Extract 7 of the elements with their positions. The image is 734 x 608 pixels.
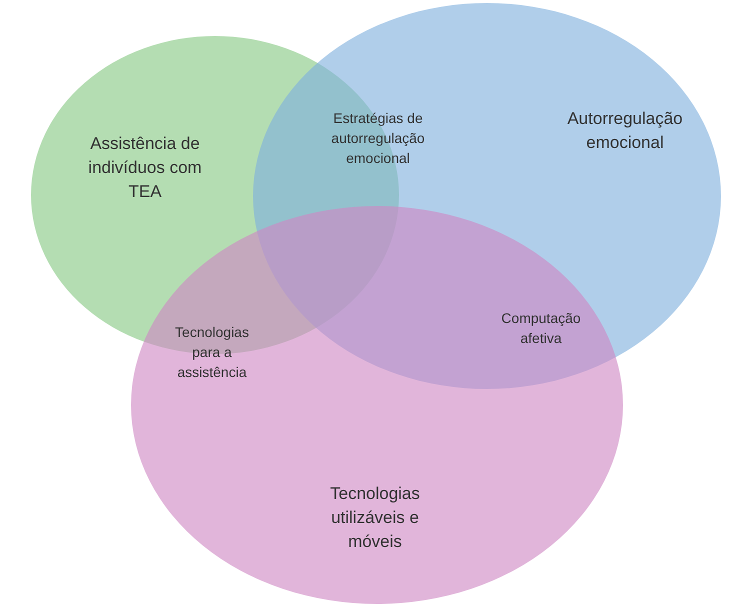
set-label: Tecnologias utilizáveis e móveis — [329, 483, 421, 553]
set-label: Autorregulação emocional — [566, 108, 684, 154]
venn-circle — [130, 205, 624, 605]
intersection-label: Estratégias de autorregulação emocional — [330, 109, 426, 168]
intersection-label: Computação afetiva — [500, 309, 582, 348]
set-label: Assistência de indivíduos com TEA — [87, 133, 203, 203]
intersection-label: Tecnologias para a assistência — [174, 323, 250, 382]
